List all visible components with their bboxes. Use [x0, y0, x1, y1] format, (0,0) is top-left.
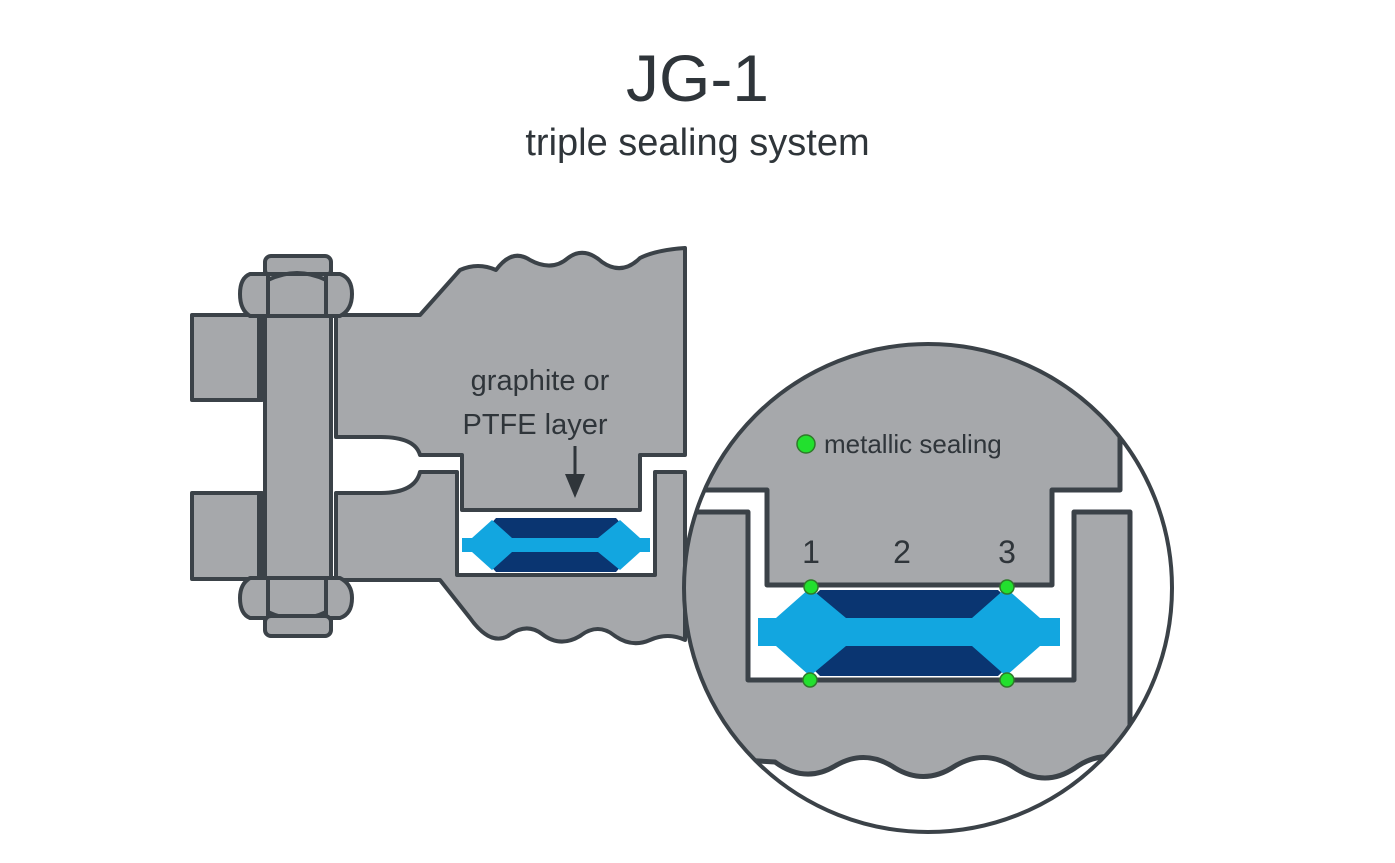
seal-point-top-right — [999, 579, 1015, 595]
seal-point-bottom-left — [802, 672, 818, 688]
legend-label: metallic sealing — [824, 429, 1002, 459]
seal-points — [802, 579, 1015, 688]
seal-point-top-left — [803, 579, 819, 595]
diagram-title: JG-1 — [625, 41, 770, 115]
layer-label-line2: PTFE layer — [462, 409, 607, 441]
lower-flange-lip — [190, 491, 264, 581]
seal-point-bottom-right — [999, 672, 1015, 688]
arrow-down-icon — [565, 446, 585, 498]
lower-flange — [334, 470, 687, 646]
upper-flange — [334, 246, 687, 512]
diagram-subtitle: triple sealing system — [525, 122, 870, 164]
point-3-label: 3 — [998, 534, 1016, 570]
zoom-detail — [682, 342, 1174, 834]
small-gasket — [462, 518, 650, 572]
point-1-label: 1 — [802, 534, 820, 570]
upper-flange-lip — [190, 313, 264, 402]
legend-seal-dot — [796, 434, 816, 454]
point-2-label: 2 — [893, 534, 911, 570]
lower-nut — [238, 576, 354, 638]
bolt-and-nuts — [190, 313, 264, 581]
layer-label-line1: graphite or — [471, 365, 610, 397]
upper-nut — [238, 254, 354, 318]
